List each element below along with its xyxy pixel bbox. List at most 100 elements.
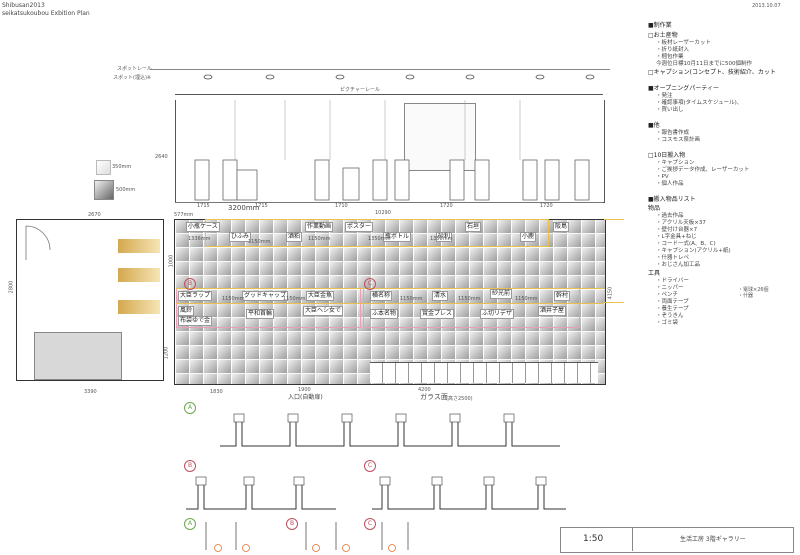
gallery-name: 生活工房 3階ギャラリー [680,536,746,543]
elevation-total: 10290 [375,210,391,216]
elevation-width: 3200mm [228,204,260,212]
notes-item-7-7: ・おじさん加工品 [656,262,701,268]
section-a-drawing [220,413,560,447]
row3-label-3[interactable]: 平和首輪 [246,309,275,319]
notes-item-7-0: ・過去作品 [656,213,684,219]
notes-item-8-3: ・両面テープ [656,299,689,305]
row1-label-6[interactable]: 瓶ボトル [383,232,412,242]
notes-heading-9: 工具 [648,270,661,277]
row1-label-10[interactable]: 阪島 [553,222,570,232]
notes-heading-1: ■制作業 [648,22,672,29]
spot-rail-label: スポットレール [117,66,153,72]
row2-label-2[interactable]: グッドキャップ [242,291,289,301]
row3-label-7[interactable]: ふ切リデザ [480,309,515,319]
row2-label-4[interactable]: 横名称 [370,291,393,301]
elevation-dim-4: 1720 [440,203,453,209]
row1-label-3[interactable]: 酒粕 [286,232,303,242]
scale-label: 1:50 [583,534,604,544]
left-counter [34,332,122,380]
row1-label-9[interactable]: 小鹿 [520,232,537,242]
notes-heading-2: □お土産物 [648,32,678,39]
swatch-350 [96,160,111,175]
plan-title: seikatsukoubou Exbition Plan [2,10,90,17]
row3-label-5[interactable]: ふ本名物 [370,309,399,319]
notes-item-8-5: ・ぞうきん [656,313,684,319]
row3-label-2[interactable]: 布袋ゆで金 [178,316,213,326]
detail-c-marker[interactable]: C [364,518,376,530]
detail-drawings [205,522,409,552]
row2-dim-4: 1150mm [458,296,481,302]
gallery-floor [174,219,606,385]
row2-label-7[interactable]: 幹村 [554,291,571,301]
left-room-width: 2670 [88,212,101,218]
spot-rail-line [150,69,610,70]
notes-right-0: ・電球×26個 [738,287,769,293]
row3-label-1[interactable]: 風鈴 [178,306,195,316]
notes-item-1-2: ・梱包作業 [656,54,684,60]
swatch-350-label: 350mm [112,164,132,170]
section-c-marker[interactable]: C [364,278,376,290]
notes-item-3-0: ・発注 [656,93,673,99]
left-room-height: 2800 [8,280,15,294]
row1-label-5[interactable]: ポスター [345,222,374,232]
swatch-500 [94,180,114,200]
notes-right-1: ・什器 [738,293,754,299]
section-b-marker-2[interactable]: B [184,460,196,472]
section-c-marker-2[interactable]: C [364,460,376,472]
spot-embedded-label: スポット(埋込)※ [113,75,152,81]
row2-label-5[interactable]: 清水 [432,291,449,301]
notes-item-1-3: 今週位日標10月11日までに500個制作 [656,61,752,67]
right-dim: 4150 [607,286,614,300]
row3-label-4[interactable]: 大臣ヘシ女で [303,306,344,316]
row2-label-1[interactable]: 大臣ラップ [178,291,213,301]
title-block [560,527,794,553]
row2-dim-2: 1150mm [283,296,306,302]
row1-label-4[interactable]: 作業動画 [305,222,334,232]
row2-label-6[interactable]: 紗光前 [490,289,513,299]
dim-577: 577mm [174,212,194,218]
glass-windows [370,362,598,383]
row1-label-2[interactable]: ひふみ [229,232,252,242]
door-swing [25,225,51,260]
notes-heading-6: □10日搬入物 [648,152,686,159]
elevation-height: 2640 [155,154,168,160]
notes-item-5-3: ・個人作品 [656,181,684,187]
notes-item-8-6: ・ゴミ袋 [656,320,679,326]
notes-item-8-2: ・ペンチ [656,292,679,298]
row3-label-6[interactable]: 賞金プレス [420,309,455,319]
date: 2013.10.07 [752,3,781,9]
detail-b-marker[interactable]: B [286,518,298,530]
yellow-line-mid [604,302,624,303]
section-a-marker[interactable]: A [184,402,196,414]
notes-item-7-1: ・アクリル天板×37 [656,220,706,226]
notes-item-3-2: ・買い出し [656,107,684,113]
notes-item-8-1: ・ニッパー [656,285,684,291]
entrance-label: 入口(自動扉) [288,394,323,401]
elevation-dim-line [175,202,603,203]
detail-a-marker[interactable]: A [184,518,196,530]
row3-label-8[interactable]: 酒井子屋 [538,306,567,316]
section-b-marker[interactable]: B [184,278,196,290]
row2-label-3[interactable]: 大臣金魚 [306,291,335,301]
elevation-dim-5: 1720 [540,203,553,209]
row1-label-1[interactable]: 小瓶ケース [186,222,220,232]
notes-item-7-2: ・壁付け台器×7 [656,227,698,233]
spot-lights [203,74,595,80]
row1-label-8[interactable]: 石垣 [465,222,482,232]
elevation-dim-1: 1715 [197,203,210,209]
picture-rail-label: ピクチャーレール [340,87,380,93]
notes-panel: ■制作業 □お土産物 ・板材レーザーカット ・折り紙封入 ・梱包作業 今週位日標… [648,22,796,327]
picture-rail-line [175,94,603,95]
row1-dim-2: 1150mm [248,239,271,245]
notes-item-7-6: ・什器トレペ [656,255,690,261]
elevation-dim-3: 1710 [335,203,348,209]
notes-item-1-1: ・折り紙封入 [656,47,690,53]
project-title: Shibusan2013 [2,2,45,9]
notes-item-8-0: ・ドライバー [656,278,689,284]
row1-dim-4: 1350mm [368,236,391,242]
notes-item-5-0: ・キャプション [656,160,695,166]
notes-heading-8: 物品 [648,205,661,212]
notes-item-5-2: ・PV [656,174,669,180]
notes-item-5-1: ・ご挨拶データ作成、レーザーカット [656,167,750,173]
row1-label-7[interactable]: 砂利 [436,232,453,242]
